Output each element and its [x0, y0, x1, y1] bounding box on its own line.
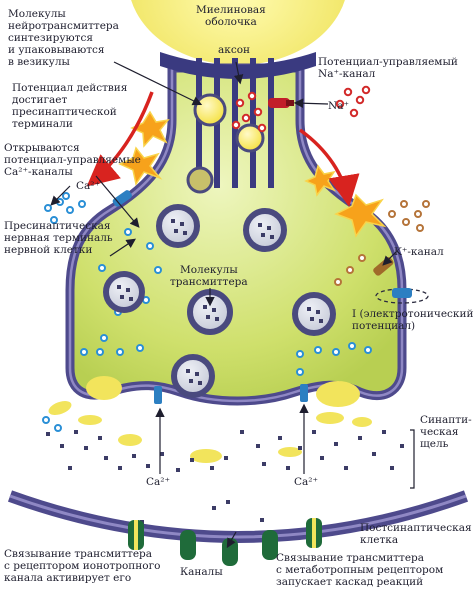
postsynaptic-cell-label: Постсинаптическая клетка — [360, 522, 472, 546]
action-potential-flashes — [118, 110, 387, 238]
action-potential-arrow-left — [86, 91, 154, 187]
channel-1 — [180, 530, 196, 560]
na-ions — [231, 85, 371, 133]
ca-channel-right — [300, 384, 308, 402]
axon-label: аксон — [218, 44, 251, 56]
electrotonic-current-label: I (электротонический потенциал) — [352, 308, 474, 332]
presynaptic-terminal-label: Пресинаптическая нервная терминаль нервн… — [4, 220, 113, 256]
callout-lines — [50, 61, 397, 549]
ca-ion-right-label: Ca²⁺ — [294, 476, 319, 488]
myelin-sheath — [160, 52, 316, 79]
neuron-soma — [131, 0, 345, 65]
action-potential-arrow-right — [298, 128, 360, 207]
na-channel-label: Потенциал-управляемый Na⁺-канал — [318, 56, 458, 80]
k-channel-label: K⁺-канал — [394, 246, 444, 258]
action-potential-label: Потенциал действия достигает пресинаптич… — [12, 82, 128, 130]
ionotropic-binding-label: Связывание трансмиттера с рецептором ион… — [4, 548, 161, 584]
synaptic-vesicles — [103, 204, 336, 398]
synaptic-cleft-label: Синапти- ческая щель — [420, 414, 472, 450]
channels-label: Каналы — [180, 566, 223, 578]
k-ions — [334, 200, 430, 286]
ca-ion-top-label: Ca²⁺ — [76, 180, 101, 192]
ionotropic-receptor — [128, 520, 144, 550]
na-ion-label: Na⁺ — [328, 100, 349, 112]
ca-channel-left — [154, 386, 162, 404]
ca-channel-upper — [112, 190, 132, 207]
axon-vesicles — [186, 93, 265, 194]
metabotropic-receptor — [262, 518, 322, 560]
vesicle-packaging-label: Молекулы нейротрансмиттера синтезируются… — [8, 8, 119, 68]
myelin-sheath-label: Миелиновая оболочка — [196, 4, 266, 28]
ca-channels-open-label: Открываются потенциал-управляемые Ca²⁺-к… — [4, 142, 141, 178]
transmitter-molecules-label: Молекулы трансмиттера — [170, 264, 248, 288]
na-channel — [268, 98, 294, 108]
cleft-bracket — [410, 429, 415, 489]
fusing-vesicles — [48, 376, 372, 463]
metabotropic-binding-label: Связывание трансмиттера с метаботропным … — [276, 552, 444, 588]
ca-ion-left-label: Ca²⁺ — [146, 476, 171, 488]
cleft-transmitter-molecules — [46, 430, 404, 524]
electrotonic-loop — [375, 288, 429, 304]
current-channel — [392, 288, 412, 298]
vesicle-contents — [117, 219, 323, 385]
ca-ions — [42, 192, 372, 432]
